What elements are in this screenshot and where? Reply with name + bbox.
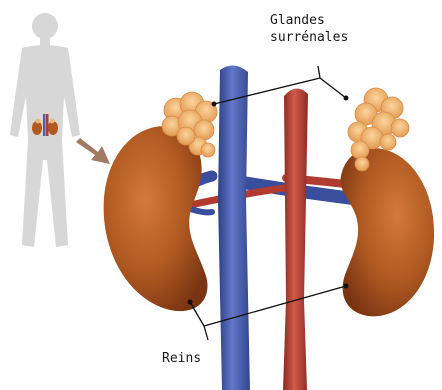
kidney-leader-lines [188, 284, 348, 340]
renal-vessels [178, 176, 365, 212]
right-kidney [341, 148, 435, 316]
left-kidney [104, 126, 208, 311]
vena-cava [218, 65, 250, 390]
adrenal-label-line2: surrénales [270, 29, 348, 46]
pointer-arrow-icon [76, 138, 110, 164]
adrenal-label-line1: Glandes [270, 12, 348, 29]
kidneys-label: Reins [162, 350, 201, 367]
aorta [283, 88, 308, 390]
adrenal-glands-label: Glandes surrénales [270, 12, 348, 46]
